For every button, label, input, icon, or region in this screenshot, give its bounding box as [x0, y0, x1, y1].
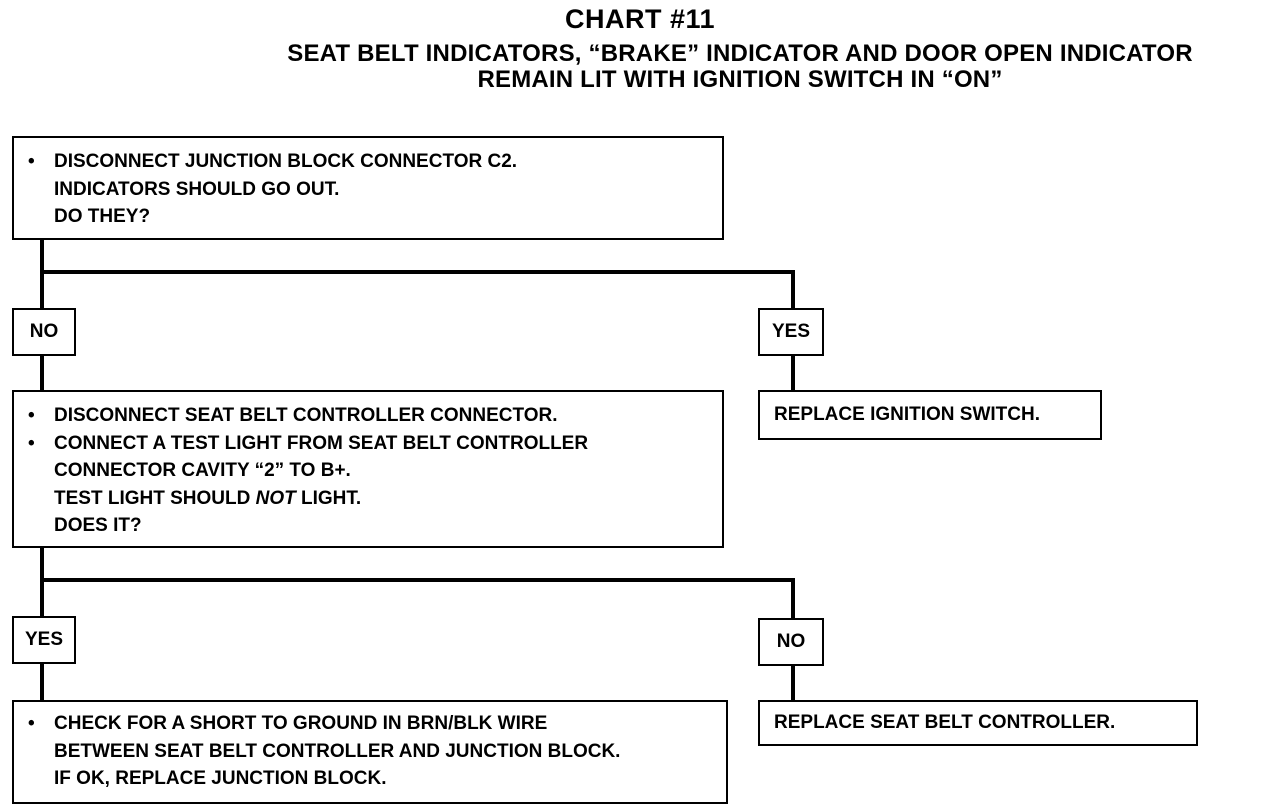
- bullet-icon: •: [28, 713, 35, 734]
- step-2-line-5: DOES IT?: [14, 512, 722, 540]
- step-1-box: • DISCONNECT JUNCTION BLOCK CONNECTOR C2…: [12, 136, 724, 240]
- bullet-icon: •: [28, 405, 35, 426]
- step-3-text-1: CHECK FOR A SHORT TO GROUND IN BRN/BLK W…: [54, 713, 548, 734]
- connector-no1-down: [40, 354, 44, 390]
- step-2-box: • DISCONNECT SEAT BELT CONTROLLER CONNEC…: [12, 390, 724, 548]
- step-3-text-2: BETWEEN SEAT BELT CONTROLLER AND JUNCTIO…: [54, 740, 621, 762]
- step-1-text-1: DISCONNECT JUNCTION BLOCK CONNECTOR C2.: [54, 151, 518, 172]
- replace-ignition-switch-box: REPLACE IGNITION SWITCH.: [758, 390, 1102, 440]
- branch-2-yes-label: YES: [12, 616, 76, 664]
- step-2-text-2: CONNECT A TEST LIGHT FROM SEAT BELT CONT…: [54, 432, 589, 454]
- step-2-text-4a: TEST LIGHT SHOULD: [54, 487, 256, 509]
- step-3-line-3: IF OK, REPLACE JUNCTION BLOCK.: [14, 765, 726, 793]
- step-1-line-2: INDICATORS SHOULD GO OUT.: [14, 176, 722, 204]
- chart-title: CHART #11: [564, 4, 716, 34]
- step-2-line-4: TEST LIGHT SHOULD NOT LIGHT.: [14, 485, 722, 513]
- step-1-line-3: DO THEY?: [14, 203, 722, 231]
- step-3-line-2: BETWEEN SEAT BELT CONTROLLER AND JUNCTIO…: [14, 738, 726, 766]
- step-3-box: • CHECK FOR A SHORT TO GROUND IN BRN/BLK…: [12, 700, 728, 804]
- branch-2-no-label: NO: [758, 618, 824, 666]
- step-2-line-3: CONNECTOR CAVITY “2” TO B+.: [14, 457, 722, 485]
- connector-branch1-horizontal: [40, 270, 795, 274]
- connector-branch1-yes-down: [791, 270, 795, 308]
- step-3-line-1: • CHECK FOR A SHORT TO GROUND IN BRN/BLK…: [14, 710, 726, 738]
- connector-no2-down: [791, 664, 795, 700]
- connector-step2-down: [40, 548, 44, 616]
- connector-step1-down: [40, 240, 44, 308]
- branch-1-yes-label: YES: [758, 308, 824, 356]
- step-1-text-3: DO THEY?: [54, 206, 151, 227]
- step-2-line-2: • CONNECT A TEST LIGHT FROM SEAT BELT CO…: [14, 430, 722, 458]
- chart-subtitle-line-2: REMAIN LIT WITH IGNITION SWITCH IN “ON”: [477, 66, 1003, 93]
- step-1-text-2: INDICATORS SHOULD GO OUT.: [54, 178, 340, 200]
- connector-yes1-down: [791, 356, 795, 390]
- step-2-text-3: CONNECTOR CAVITY “2” TO B+.: [54, 460, 351, 481]
- step-2-text-4b: NOT: [255, 487, 296, 509]
- step-3-text-3: IF OK, REPLACE JUNCTION BLOCK.: [54, 768, 387, 789]
- step-2-text-4c: LIGHT.: [295, 487, 362, 509]
- bullet-icon: •: [28, 432, 35, 454]
- step-2-text-1: DISCONNECT SEAT BELT CONTROLLER CONNECTO…: [54, 405, 558, 426]
- chart-subtitle-line-1: SEAT BELT INDICATORS, “BRAKE” INDICATOR …: [287, 40, 1193, 67]
- step-2-line-1: • DISCONNECT SEAT BELT CONTROLLER CONNEC…: [14, 402, 722, 430]
- step-2-text-5: DOES IT?: [54, 515, 142, 536]
- connector-branch2-no-down: [791, 578, 795, 618]
- branch-1-no-label: NO: [12, 308, 76, 356]
- step-1-line-1: • DISCONNECT JUNCTION BLOCK CONNECTOR C2…: [14, 148, 722, 176]
- replace-seat-belt-controller-box: REPLACE SEAT BELT CONTROLLER.: [758, 700, 1198, 746]
- connector-yes2-down: [40, 662, 44, 700]
- connector-branch2-horizontal: [40, 578, 795, 582]
- bullet-icon: •: [28, 151, 35, 172]
